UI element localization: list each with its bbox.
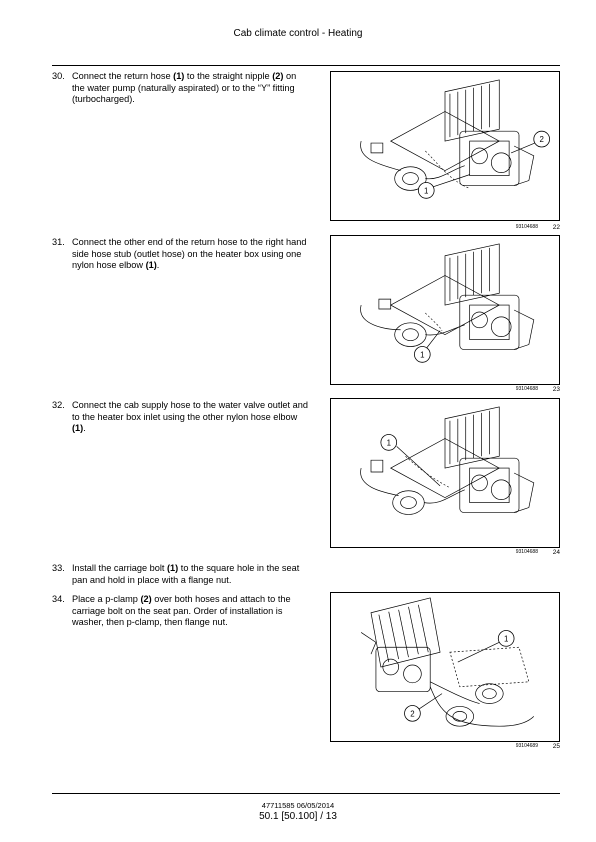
reference-number: (1) <box>145 260 157 271</box>
figure-number: 24 <box>552 549 560 556</box>
callout-1: 1 <box>387 438 391 447</box>
footer-rule <box>52 793 560 794</box>
page-header-title: Cab climate control - Heating <box>233 28 363 39</box>
step-text: Connect the return hose (1) to the strai… <box>72 71 310 106</box>
step-text-segment: Connect the return hose <box>72 71 174 81</box>
callout-2: 2 <box>539 135 543 144</box>
figure-number: 25 <box>552 743 560 750</box>
header-rule <box>52 65 560 66</box>
figure-code: 93104688 <box>515 224 538 230</box>
figure-24-engine-illustration: 1 <box>330 398 560 548</box>
callout-2: 2 <box>410 709 414 718</box>
callout-1: 1 <box>424 186 428 195</box>
step-33: 33. Install the carriage bolt (1) to the… <box>52 563 310 586</box>
figure-number: 23 <box>552 386 560 393</box>
step-text: Place a p-clamp (2) over both hoses and … <box>72 594 310 629</box>
step-31: 31. Connect the other end of the return … <box>52 237 310 272</box>
figure-code: 93104689 <box>515 743 538 749</box>
step-text-segment: Install the carriage bolt <box>72 563 167 573</box>
step-text: Connect the other end of the return hose… <box>72 237 310 272</box>
step-number: 32. <box>52 400 65 410</box>
step-34: 34. Place a p-clamp (2) over both hoses … <box>52 594 310 629</box>
reference-number: (1) <box>173 71 185 81</box>
figure-23-engine-illustration: 1 <box>330 235 560 385</box>
reference-number: (1) <box>72 423 84 434</box>
step-number: 33. <box>52 563 65 573</box>
step-text-segment: on the water pump (naturally aspirated) … <box>72 71 297 105</box>
step-text-segment: to the square hole in the seat pan and h… <box>72 563 300 585</box>
step-text: Install the carriage bolt (1) to the squ… <box>72 563 310 586</box>
step-text-segment: . <box>83 423 86 434</box>
reference-number: (2) <box>272 71 284 81</box>
callout-1: 1 <box>504 634 508 643</box>
step-text: Connect the cab supply hose to the water… <box>72 400 310 435</box>
reference-number: (2) <box>140 594 152 604</box>
footer-page-number: 50.1 [50.100] / 13 <box>259 811 337 822</box>
step-text-segment: over both hoses and attach to the carria… <box>72 594 291 628</box>
reference-number: (1) <box>167 563 179 573</box>
footer-document-id: 47711585 06/05/2014 <box>261 801 335 810</box>
figure-22-engine-illustration: 1 2 <box>330 71 560 221</box>
step-number: 34. <box>52 594 65 604</box>
step-number: 31. <box>52 237 65 247</box>
step-number: 30. <box>52 71 65 81</box>
figure-code: 93104688 <box>515 386 538 392</box>
figure-number: 22 <box>552 224 560 231</box>
step-text-segment: Connect the cab supply hose to the water… <box>72 400 308 422</box>
step-text-segment: Connect the other end of the return hose… <box>72 237 307 271</box>
step-30: 30. Connect the return hose (1) to the s… <box>52 71 310 106</box>
step-text-segment: . <box>156 260 160 271</box>
figure-code: 93104688 <box>515 549 538 555</box>
figure-25-engine-illustration: 1 2 <box>330 592 560 742</box>
step-32: 32. Connect the cab supply hose to the w… <box>52 400 310 435</box>
callout-1: 1 <box>420 350 424 359</box>
step-text-segment: to the straight nipple <box>184 71 273 81</box>
step-text-segment: Place a p-clamp <box>72 594 141 604</box>
